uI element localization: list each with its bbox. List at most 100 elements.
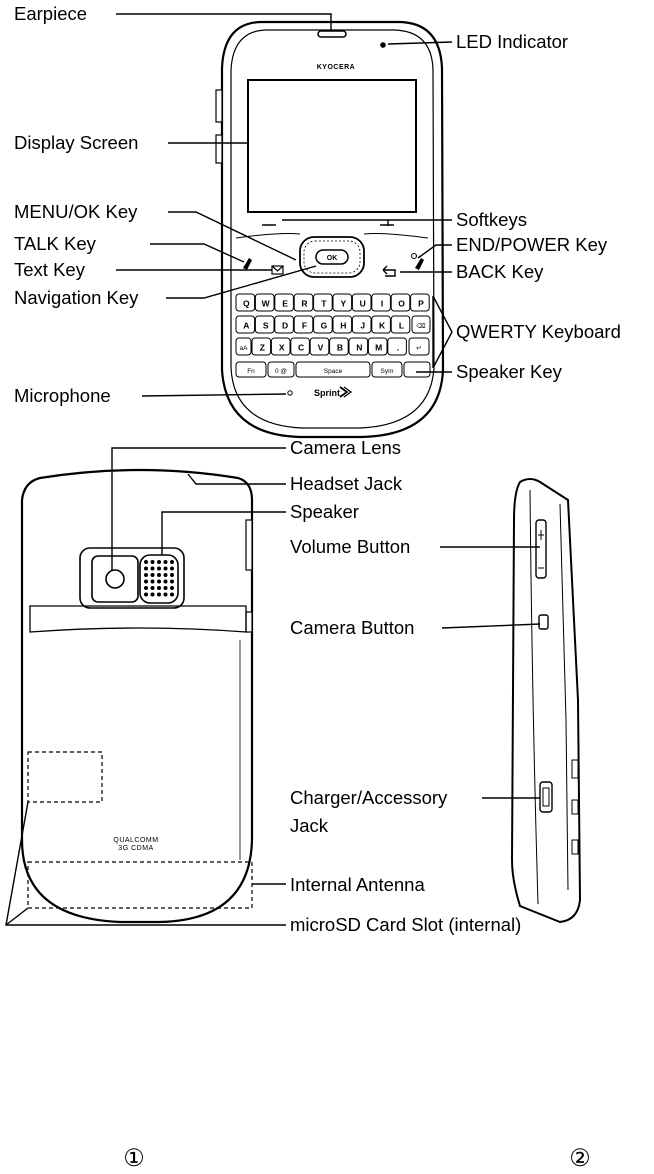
label-qwerty-keyboard: QWERTY Keyboard <box>456 321 621 342</box>
key-n <box>348 337 369 356</box>
key-h <box>332 315 353 334</box>
label-display-screen: Display Screen <box>14 132 138 153</box>
key-label: W <box>262 299 271 309</box>
key-label: F <box>302 321 307 331</box>
key-label: K <box>379 321 386 331</box>
label-camera-button: Camera Button <box>290 617 414 638</box>
speaker-hole <box>163 579 168 584</box>
speaker-key <box>403 361 431 378</box>
key-r <box>293 293 314 312</box>
label-back-key: BACK Key <box>456 261 544 282</box>
key-i <box>371 293 391 312</box>
key-label: U <box>360 299 366 309</box>
label-earpiece: Earpiece <box>14 3 87 24</box>
figure-number-2: ② <box>569 1145 591 1172</box>
key-o <box>390 293 411 312</box>
speaker-hole <box>150 573 155 577</box>
key-z <box>251 337 272 356</box>
key-y <box>332 293 353 312</box>
key-u <box>351 293 372 312</box>
carrier-logo: Sprint <box>314 388 340 398</box>
label-volume-button: Volume Button <box>290 536 410 557</box>
speaker-hole <box>163 560 168 564</box>
speaker-hole <box>144 560 148 564</box>
key-label: Q <box>243 299 250 309</box>
speaker-hole <box>144 586 148 590</box>
key-g <box>313 315 333 334</box>
speaker-hole <box>157 586 161 590</box>
key-w <box>254 293 275 312</box>
backspace-key <box>411 315 431 334</box>
case-key-label: aA <box>240 345 249 352</box>
key-m <box>367 337 388 356</box>
key-v <box>309 337 330 356</box>
speaker-hole <box>150 592 155 597</box>
space-key-label: Space <box>324 368 343 375</box>
label-talk-key: TALK Key <box>14 233 97 254</box>
key-label: I <box>381 299 383 309</box>
key-e <box>274 293 294 312</box>
speaker-hole <box>157 573 161 577</box>
speaker-hole <box>150 579 155 584</box>
enter-key-label: ↵ <box>416 345 421 352</box>
key-label: L <box>399 321 404 331</box>
key-label: R <box>301 299 307 309</box>
speaker-hole <box>163 586 168 590</box>
key-label: O <box>398 299 405 309</box>
speaker-hole <box>157 566 161 571</box>
key-f <box>293 315 314 334</box>
sym-key <box>371 361 403 378</box>
key-label: . <box>397 343 399 353</box>
label-microphone: Microphone <box>14 385 111 406</box>
speaker-hole <box>157 592 161 597</box>
speaker-hole <box>150 586 155 590</box>
key-c <box>290 337 310 356</box>
sym-key-label: Sym <box>381 368 394 375</box>
key-label: E <box>282 299 288 309</box>
speaker-hole <box>157 579 161 584</box>
label-text-key: Text Key <box>14 259 86 280</box>
brand-logo: KYOCERA <box>317 64 356 71</box>
speaker-hole <box>170 579 174 584</box>
label-internal-antenna: Internal Antenna <box>290 874 425 895</box>
speaker-hole <box>170 586 174 590</box>
key-q <box>235 293 256 312</box>
qualcomm-line1: QUALCOMM <box>113 837 158 844</box>
key-l <box>390 315 411 334</box>
key-label: J <box>360 321 365 331</box>
label-end-power-key: END/POWER Key <box>456 234 608 255</box>
label-charger-jack-1: Charger/Accessory <box>290 787 448 808</box>
key-p <box>410 293 430 312</box>
key-label: C <box>298 343 304 353</box>
speaker-grille <box>144 560 174 597</box>
key-j <box>351 315 372 334</box>
key-label: Y <box>340 299 346 309</box>
key-label: B <box>337 343 343 353</box>
label-charger-jack-2: Jack <box>290 815 329 836</box>
key-label: D <box>282 321 288 331</box>
figure-number-1: ① <box>123 1145 145 1172</box>
space-key <box>295 361 371 378</box>
speaker-hole <box>163 573 168 577</box>
key-label: A <box>243 321 249 331</box>
key-x <box>270 337 291 356</box>
zero-at-key-label: 0 @ <box>275 368 287 375</box>
speaker-hole <box>144 579 148 584</box>
fn-key-label: Fn <box>247 368 255 375</box>
key-a <box>235 315 256 334</box>
speaker-hole <box>150 566 155 571</box>
enter-key <box>408 337 430 356</box>
key-label: N <box>356 343 362 353</box>
key-label: T <box>321 299 327 309</box>
label-softkeys: Softkeys <box>456 209 527 230</box>
key-label: V <box>318 343 324 353</box>
zero-at-key <box>267 361 295 378</box>
speaker-hole <box>170 560 174 564</box>
key-d <box>274 315 294 334</box>
speaker-hole <box>163 592 168 597</box>
label-camera-lens: Camera Lens <box>290 437 401 458</box>
speaker-hole <box>170 573 174 577</box>
leader-lines <box>5 13 541 926</box>
speaker-hole <box>144 592 148 597</box>
